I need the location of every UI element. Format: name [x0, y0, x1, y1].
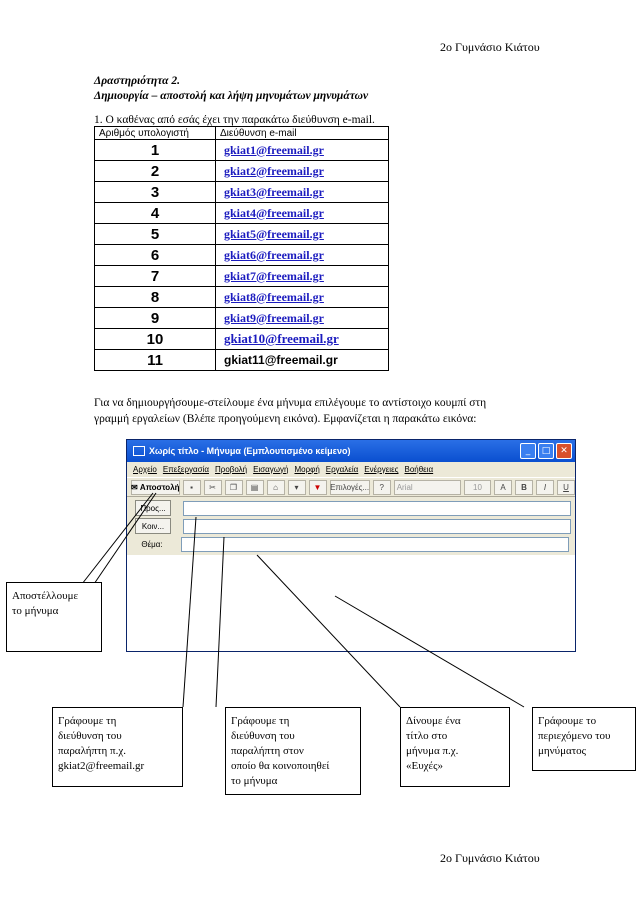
- paragraph-line-1: Για να δημιουργήσουμε-στείλουμε ένα μήνυ…: [94, 397, 487, 409]
- callout-body: Γράφουμε το περιεχόμενο του μηνύματος: [532, 707, 636, 771]
- table-header-row: Αριθμός υπολογιστή Διεύθυνση e-mail: [94, 126, 389, 140]
- toolbar: ✉ Αποστολή ▪ ✂ ❐ ▤ ⌂ ▾ ▼ Επιλογές... ? A…: [127, 477, 575, 497]
- subject-row: Θέμα:: [127, 535, 575, 553]
- italic-icon[interactable]: I: [536, 479, 554, 495]
- font-color-icon[interactable]: A: [494, 479, 512, 495]
- callout-line: Γράφουμε το: [538, 715, 597, 727]
- page-header: 2ο Γυμνάσιο Κιάτου: [440, 40, 540, 54]
- callout-line: Γράφουμε τη: [58, 715, 117, 727]
- callout-line: το μήνυμα: [12, 605, 59, 617]
- callout-line: διεύθυνση του: [231, 730, 295, 742]
- callout-line: gkiat2@freemail.gr: [58, 760, 145, 772]
- body-pointer-line: [334, 595, 525, 708]
- attach-icon[interactable]: ⌂: [266, 479, 285, 495]
- menu-help[interactable]: Βοήθεια: [404, 465, 434, 474]
- font-select[interactable]: Arial: [393, 479, 461, 495]
- send-button[interactable]: ✉ Αποστολή: [130, 479, 180, 495]
- envelope-icon: [133, 446, 145, 456]
- options-button[interactable]: Επιλογές...: [329, 479, 370, 495]
- menu-insert[interactable]: Εισαγωγή: [253, 465, 289, 474]
- cc-button[interactable]: Κοιν...: [135, 518, 171, 534]
- paragraph-line-2: γραμμή εργαλείων (Βλέπε προηγούμενη εικό…: [94, 413, 477, 425]
- paste-icon[interactable]: ▤: [245, 479, 264, 495]
- flag-icon[interactable]: ▼: [308, 479, 327, 495]
- callout-line: Δίνουμε ένα: [406, 715, 461, 727]
- copy-icon[interactable]: ❐: [224, 479, 243, 495]
- cc-row: Κοιν...: [127, 517, 575, 535]
- menu-file[interactable]: Αρχείο: [133, 465, 157, 474]
- menu-edit[interactable]: Επεξεργασία: [162, 465, 209, 474]
- message-body[interactable]: [127, 555, 575, 651]
- email-link[interactable]: gkiat2@freemail.gr: [215, 160, 389, 182]
- callout-line: τίτλο στο: [406, 730, 448, 742]
- cc-field[interactable]: [183, 518, 571, 534]
- callout-line: διεύθυνση του: [58, 730, 122, 742]
- send-label: Αποστολή: [139, 482, 180, 492]
- menu-actions[interactable]: Ενέργειες: [364, 465, 399, 474]
- computer-number: 11: [94, 349, 216, 371]
- to-field[interactable]: [183, 500, 571, 516]
- intro-text: 1. Ο καθένας από εσάς έχει την παρακάτω …: [94, 114, 375, 126]
- email-text: gkiat11@freemail.gr: [215, 349, 389, 371]
- send-pointer-line: [81, 492, 154, 585]
- save-icon[interactable]: ▪: [182, 479, 201, 495]
- subject-pointer-line: [256, 554, 401, 708]
- window-titlebar: Χωρίς τίτλο - Μήνυμα (Εμπλουτισμένο κείμ…: [127, 440, 575, 462]
- callout-line: μήνυμα π.χ.: [406, 745, 459, 757]
- callout-line: παραλήπτη π.χ.: [58, 745, 126, 757]
- callout-to: Γράφουμε τη διεύθυνση του παραλήπτη π.χ.…: [52, 707, 183, 787]
- send-pointer-line-2: [93, 492, 157, 585]
- callout-line: Αποστέλλουμε: [12, 590, 79, 602]
- subject-field[interactable]: [181, 536, 569, 552]
- cut-icon[interactable]: ✂: [203, 479, 222, 495]
- email-link[interactable]: gkiat6@freemail.gr: [215, 244, 389, 266]
- subject-label: Θέμα:: [141, 539, 163, 549]
- callout-cc: Γράφουμε τη διεύθυνση του παραλήπτη στον…: [225, 707, 361, 795]
- activity-title: Δραστηριότητα 2.: [94, 75, 181, 87]
- window-title: Χωρίς τίτλο - Μήνυμα (Εμπλουτισμένο κείμ…: [149, 446, 351, 456]
- callout-line: περιεχόμενο του: [538, 730, 611, 742]
- maximize-icon[interactable]: □: [538, 443, 554, 459]
- close-icon[interactable]: ✕: [556, 443, 572, 459]
- callout-send: Αποστέλλουμε το μήνυμα: [6, 582, 102, 652]
- callout-line: παραλήπτη στον: [231, 745, 304, 757]
- email-link[interactable]: gkiat8@freemail.gr: [215, 286, 389, 308]
- envelope-icon: ✉: [130, 482, 140, 492]
- menu-view[interactable]: Προβολή: [214, 465, 248, 474]
- address-book-icon[interactable]: ▾: [287, 479, 306, 495]
- callout-line: «Ευχές»: [406, 760, 444, 772]
- email-link[interactable]: gkiat9@freemail.gr: [215, 307, 389, 329]
- menu-tools[interactable]: Εργαλεία: [325, 465, 359, 474]
- minimize-icon[interactable]: _: [520, 443, 536, 459]
- header-fields: Προς... Κοιν... Θέμα:: [127, 497, 575, 555]
- activity-subtitle: Δημιουργία – αποστολή και λήψη μηνυμάτων…: [94, 90, 369, 102]
- window-controls: _ □ ✕: [520, 443, 572, 459]
- bold-icon[interactable]: B: [515, 479, 533, 495]
- callout-line: οποίο θα κοινοποιηθεί: [231, 760, 330, 772]
- message-window: Χωρίς τίτλο - Μήνυμα (Εμπλουτισμένο κείμ…: [126, 439, 576, 652]
- callout-line: μηνύματος: [538, 745, 587, 757]
- callout-line: το μήνυμα: [231, 775, 278, 787]
- help-icon[interactable]: ?: [372, 479, 391, 495]
- to-pointer-line: [182, 516, 197, 708]
- menu-bar: Αρχείο Επεξεργασία Προβολή Εισαγωγή Μορφ…: [127, 462, 575, 477]
- to-row: Προς...: [127, 499, 575, 517]
- size-select[interactable]: 10: [463, 479, 491, 495]
- underline-icon[interactable]: U: [557, 479, 575, 495]
- menu-format[interactable]: Μορφή: [294, 465, 320, 474]
- page-footer: 2ο Γυμνάσιο Κιάτου: [440, 851, 540, 865]
- callout-line: Γράφουμε τη: [231, 715, 290, 727]
- callout-subject: Δίνουμε ένα τίτλο στο μήνυμα π.χ. «Ευχές…: [400, 707, 510, 787]
- email-link[interactable]: gkiat4@freemail.gr: [215, 202, 389, 224]
- cc-pointer-line: [215, 536, 225, 708]
